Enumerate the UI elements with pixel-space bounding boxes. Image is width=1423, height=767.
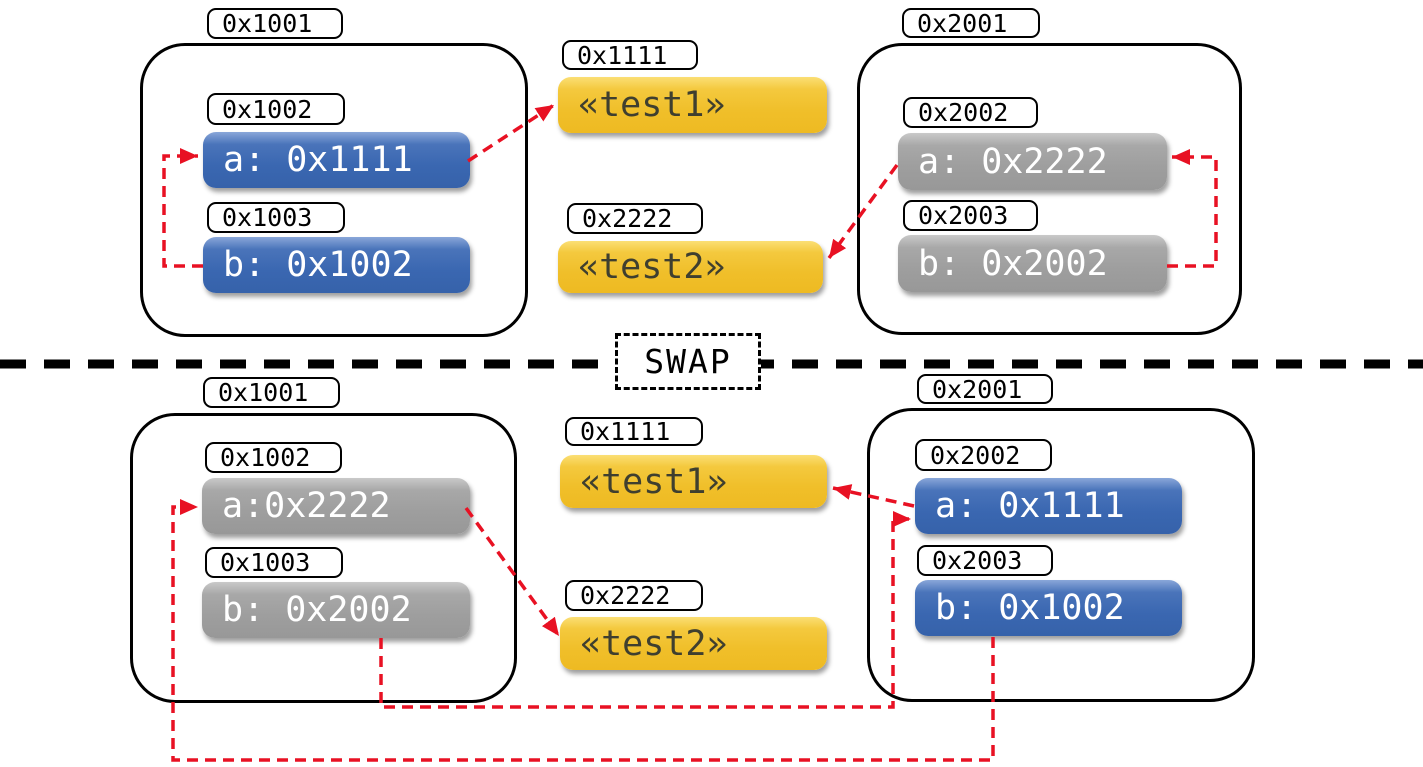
swap-label-box: SWAP xyxy=(615,333,761,390)
before-heap-test1-address-tag: 0x1111 xyxy=(562,40,698,70)
after-heap-test2-address-tag: 0x2222 xyxy=(565,580,703,611)
after-right-slot-a: a: 0x1111 xyxy=(915,478,1182,534)
before-left-slot-b: b: 0x1002 xyxy=(203,237,470,293)
after-right-slot-b-address-tag: 0x2003 xyxy=(917,545,1053,576)
before-heap-test2-address-tag: 0x2222 xyxy=(567,203,703,234)
after-left-slot-b: b: 0x2002 xyxy=(202,582,470,638)
after-left-frame-address-tag: 0x1001 xyxy=(203,377,340,408)
before-right-slot-a-address-tag: 0x2002 xyxy=(903,97,1038,128)
before-left-slot-b-address-tag: 0x1003 xyxy=(207,202,345,233)
after-heap-test2-cell: «test2» xyxy=(560,617,827,670)
after-left-slot-b-address-tag: 0x1003 xyxy=(205,547,343,578)
after-heap-test1-cell: «test1» xyxy=(560,455,827,508)
before-right-slot-b-address-tag: 0x2003 xyxy=(903,200,1038,231)
after-right-slot-b: b: 0x1002 xyxy=(915,580,1182,636)
after-left-slot-a: a:0x2222 xyxy=(202,478,470,534)
before-heap-test2-cell: «test2» xyxy=(558,241,823,293)
after-heap-test1-address-tag: 0x1111 xyxy=(565,417,703,446)
before-left-slot-a: a: 0x1111 xyxy=(203,132,470,188)
before-left-slot-a-address-tag: 0x1002 xyxy=(207,93,345,125)
after-right-frame-address-tag: 0x2001 xyxy=(917,374,1053,404)
before-right-slot-b: b: 0x2002 xyxy=(898,235,1167,292)
before-heap-test1-cell: «test1» xyxy=(558,77,827,133)
after-left-slot-a-address-tag: 0x1002 xyxy=(205,442,342,473)
after-right-slot-a-address-tag: 0x2002 xyxy=(915,439,1052,471)
before-right-frame-address-tag: 0x2001 xyxy=(902,8,1040,38)
before-left-frame-address-tag: 0x1001 xyxy=(207,8,343,39)
before-right-slot-a: a: 0x2222 xyxy=(898,133,1167,190)
